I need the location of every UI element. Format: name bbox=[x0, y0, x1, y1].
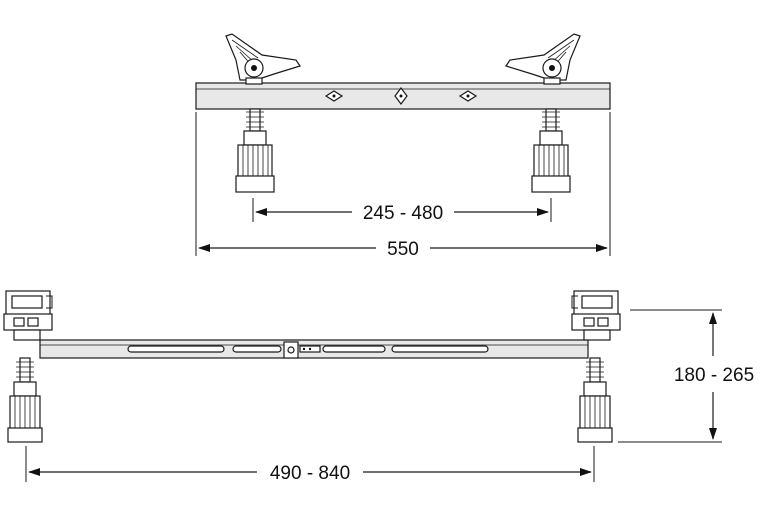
top-inner-dimension: 245 - 480 bbox=[252, 198, 552, 224]
bottom-right-leg bbox=[577, 357, 613, 443]
bottom-rail bbox=[39, 339, 589, 359]
top-view-assembly bbox=[195, 33, 611, 193]
bottom-right-bracket bbox=[571, 290, 621, 341]
top-right-clamp bbox=[505, 33, 581, 85]
bottom-width-dimension-label: 490 - 840 bbox=[270, 463, 350, 484]
bottom-width-dimension: 490 - 840 bbox=[25, 446, 595, 484]
top-right-leg bbox=[531, 108, 571, 193]
bottom-view-assembly bbox=[3, 290, 621, 443]
top-outer-dimension: 550 bbox=[195, 112, 611, 260]
top-rail bbox=[195, 82, 611, 110]
top-left-clamp bbox=[225, 33, 301, 85]
bottom-height-dimension-label: 180 - 265 bbox=[674, 365, 754, 386]
bottom-height-dimension: 180 - 265 bbox=[618, 309, 754, 443]
bottom-left-bracket bbox=[3, 290, 53, 341]
top-inner-dimension-label: 245 - 480 bbox=[363, 203, 443, 224]
top-left-leg bbox=[235, 108, 275, 193]
top-outer-dimension-label: 550 bbox=[387, 239, 419, 260]
bottom-left-leg bbox=[7, 357, 43, 443]
